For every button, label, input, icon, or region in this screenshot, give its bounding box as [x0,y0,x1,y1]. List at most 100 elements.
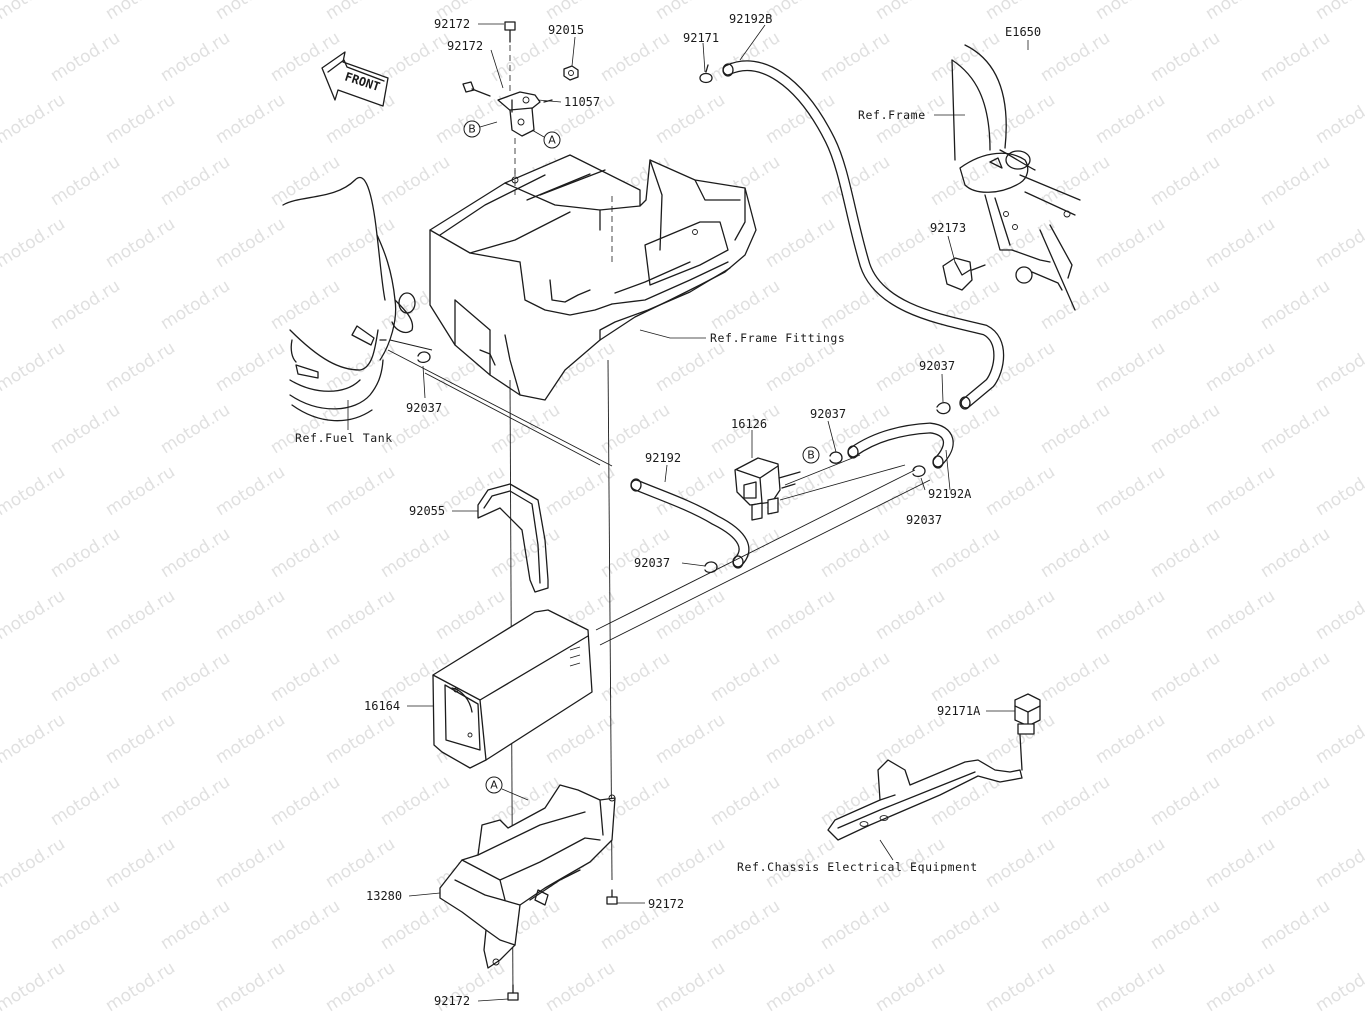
watermark-text: motod.ru [47,276,124,334]
marker-b-top-label: B [468,123,476,136]
watermark-text: motod.ru [542,958,619,1016]
watermark-text: motod.ru [1037,648,1114,706]
watermark-text: motod.ru [872,586,949,644]
callout-92055: 92055 [409,504,445,518]
watermark-text: motod.ru [542,0,619,24]
watermark-text: motod.ru [872,958,949,1016]
watermark-text: motod.ru [1147,28,1224,86]
bolts-92172-lower [507,889,618,1001]
watermark-text: motod.ru [1202,214,1279,272]
callout-13280: 13280 [366,889,402,903]
watermark-text: motod.ru [707,896,784,954]
watermark-text: motod.ru [1037,772,1114,830]
watermark-text: motod.ru [47,648,124,706]
watermark-text: motod.ru [212,214,289,272]
watermark-text: motod.ru [157,896,234,954]
callout-92171a: 92171A [937,704,981,718]
watermark-text: motod.ru [212,0,289,24]
watermark-text: motod.ru [817,648,894,706]
front-direction-arrow: FRONT [321,51,389,107]
watermark-text: motod.ru [267,276,344,334]
watermark-text: motod.ru [1092,834,1169,892]
callout-92037-low: 92037 [906,513,942,527]
reference-notes: Ref.Frame Ref.Frame Fittings Ref.Fuel Ta… [295,108,978,874]
leader-lines [347,23,1029,1002]
watermark-text: motod.ru [1202,90,1279,148]
watermark-text: motod.ru [267,648,344,706]
watermark-text: motod.ru [1312,0,1365,24]
frame-drawing [951,44,1081,311]
watermark-text: motod.ru [47,524,124,582]
watermark-text: motod.ru [652,90,729,148]
watermark-text: motod.ru [377,152,454,210]
watermark-text: motod.ru [1092,586,1169,644]
upper-bracket-11057 [462,21,579,180]
watermark-text: motod.ru [762,214,839,272]
watermark-text: motod.ru [1037,28,1114,86]
watermark-text: motod.ru [1092,710,1169,768]
watermark-text: motod.ru [1202,462,1279,520]
watermark-text: motod.ru [47,772,124,830]
watermark-text: motod.ru [212,958,289,1016]
callout-92037-right: 92037 [919,359,955,373]
watermark-text: motod.ru [927,524,1004,582]
watermark-text: motod.ru [212,834,289,892]
watermark-text: motod.ru [1312,834,1365,892]
watermark-text: motod.ru [1202,834,1279,892]
clamp-92037-set [417,351,951,574]
watermark-text: motod.ru [1257,648,1334,706]
watermark-text: motod.ru [1257,28,1334,86]
watermark-text: motod.ru [762,958,839,1016]
watermark-text: motod.ru [487,400,564,458]
ref-chassis-electrical: Ref.Chassis Electrical Equipment [737,860,978,874]
watermark-text: motod.ru [1092,462,1169,520]
watermark-text: motod.ru [982,586,1059,644]
watermark-text: motod.ru [762,586,839,644]
watermark-text: motod.ru [1312,958,1365,1016]
watermark-text: motod.ru [872,0,949,24]
marker-b-top [463,120,481,138]
watermark-text: motod.ru [0,586,69,644]
watermark-text: motod.ru [322,586,399,644]
watermark-text: motod.ru [1147,400,1224,458]
circle-markers: B A B A [463,120,820,801]
watermark-text: motod.ru [1037,276,1114,334]
marker-b-mid-label: B [807,449,815,462]
watermark-text: motod.ru [157,400,234,458]
watermark-text: motod.ru [597,648,674,706]
marker-b-mid [802,446,820,464]
watermark-text: motod.ru [157,772,234,830]
watermark-text: motod.ru [982,834,1059,892]
watermark-text: motod.ru [1037,524,1114,582]
watermark-text: motod.ru [1202,0,1279,24]
watermark-text: motod.ru [0,90,69,148]
watermark-text: motod.ru [982,958,1059,1016]
watermark-text: motod.ru [1147,152,1224,210]
watermark-text: motod.ru [1092,214,1169,272]
watermark-text: motod.ru [1257,524,1334,582]
watermark-text: motod.ru [102,834,179,892]
watermark-text: motod.ru [157,276,234,334]
callout-92037-tank: 92037 [406,401,442,415]
watermark-text: motod.ru [377,524,454,582]
watermark-text: motod.ru [982,462,1059,520]
callout-16164: 16164 [364,699,400,713]
watermark-text: motod.ru [1257,152,1334,210]
watermark-text: motod.ru [707,648,784,706]
watermark-text: motod.ru [927,896,1004,954]
watermark-text: motod.ru [0,338,69,396]
watermark-text: motod.ru [597,28,674,86]
electrical-bracket [827,734,1023,841]
watermark-text: motod.ru [322,958,399,1016]
watermark-text: motod.ru [1257,400,1334,458]
watermark-text: motod.ru [102,462,179,520]
watermark-text: motod.ru [102,958,179,1016]
callout-92172-left: 92172 [447,39,483,53]
watermark-text: motod.ru [212,710,289,768]
watermark-text: motod.ru [982,0,1059,24]
watermark-text: motod.ru [652,958,729,1016]
hose-92192 [630,478,750,569]
watermark-text: motod.ru [0,214,69,272]
